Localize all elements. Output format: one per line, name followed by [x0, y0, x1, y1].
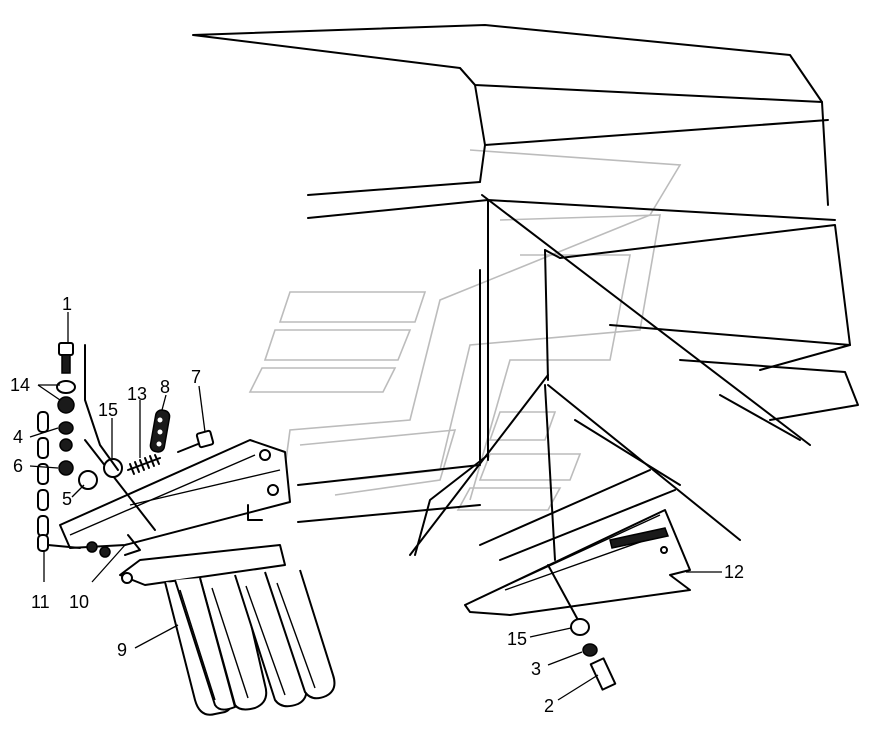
- nut-6: [58, 460, 74, 476]
- fastener-stack: [37, 342, 215, 552]
- callout-labels: 1 14 4 6 5 15 13 8 7 11 10 9 12 15 3 2: [10, 294, 744, 716]
- nut-3: [582, 643, 598, 657]
- washer-5: [78, 470, 98, 490]
- callout-3: 3: [531, 659, 541, 679]
- callout-6: 6: [13, 456, 23, 476]
- washer-15-left: [103, 458, 123, 478]
- callout-5: 5: [62, 489, 72, 509]
- callout-15-right: 15: [507, 629, 527, 649]
- spring-13: [127, 454, 161, 475]
- callout-14: 14: [10, 375, 30, 395]
- bolt-2: [589, 657, 617, 691]
- callout-11: 11: [31, 592, 50, 612]
- plate-8: [149, 409, 171, 453]
- spring-washer-14: [57, 396, 75, 414]
- bolt-7: [177, 429, 215, 453]
- callout-9: 9: [117, 640, 127, 660]
- tractor-body-outline: [192, 24, 859, 561]
- callout-4: 4: [13, 427, 23, 447]
- callout-1: 1: [62, 294, 72, 314]
- callout-10: 10: [69, 592, 89, 612]
- washer-14: [56, 380, 76, 394]
- mud-flap-9: [119, 544, 336, 716]
- watermark-logo: [248, 149, 682, 511]
- callout-13: 13: [127, 384, 147, 404]
- callout-12: 12: [724, 562, 744, 582]
- callout-15-left: 15: [98, 400, 118, 420]
- bolt-1-head: [58, 342, 74, 356]
- left-bracket: [59, 439, 291, 558]
- right-bracket: [464, 509, 691, 691]
- callout-2: 2: [544, 696, 554, 716]
- washer-15-right: [570, 618, 590, 636]
- nut-4: [58, 421, 74, 435]
- chain-11: [37, 411, 81, 552]
- leader-lines: [29, 312, 722, 701]
- callout-8: 8: [160, 377, 170, 397]
- callout-7: 7: [191, 367, 201, 387]
- bolt-1-thread: [61, 354, 71, 374]
